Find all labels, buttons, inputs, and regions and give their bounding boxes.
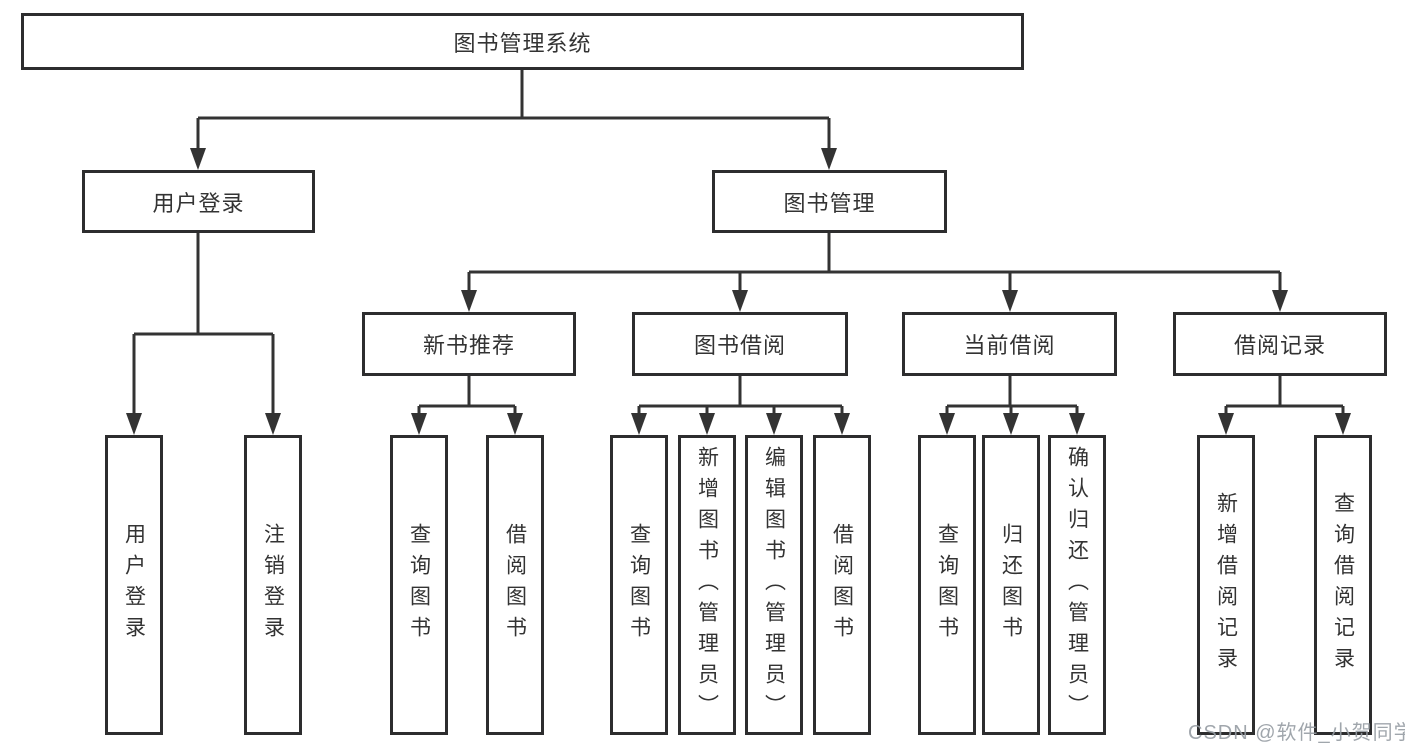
leaf-query-books-borrowing: 查询图书	[610, 435, 668, 735]
leaf-label: 归还图书	[999, 523, 1023, 647]
node-book-borrowing: 图书借阅	[632, 312, 848, 376]
leaf-edit-books-admin: 编辑图书（管理员）	[745, 435, 803, 735]
leaf-label: 注销登录	[261, 523, 285, 647]
node-user-login: 用户登录	[82, 170, 315, 233]
leaf-user-login: 用户登录	[105, 435, 163, 735]
leaf-label: 确认归还（管理员）	[1065, 445, 1089, 725]
leaf-return-books: 归还图书	[982, 435, 1040, 735]
node-book-management: 图书管理	[712, 170, 947, 233]
leaf-query-borrow-record: 查询借阅记录	[1314, 435, 1372, 735]
node-borrow-records: 借阅记录	[1173, 312, 1387, 376]
leaf-label: 新增图书（管理员）	[695, 445, 719, 725]
leaf-query-books-recommend: 查询图书	[390, 435, 448, 735]
node-label: 当前借阅	[963, 333, 1056, 358]
leaf-label: 查询借阅记录	[1331, 492, 1355, 678]
node-current-borrowing: 当前借阅	[902, 312, 1117, 376]
leaf-query-books-current: 查询图书	[918, 435, 976, 735]
node-label: 图书管理	[783, 190, 876, 216]
leaf-borrow-books-borrowing: 借阅图书	[813, 435, 871, 735]
leaf-add-borrow-record: 新增借阅记录	[1197, 435, 1255, 735]
leaf-label: 用户登录	[122, 523, 146, 647]
watermark: CSDN @软件_小贺同学	[1188, 722, 1405, 744]
leaf-label: 编辑图书（管理员）	[762, 445, 786, 725]
leaf-confirm-return-admin: 确认归还（管理员）	[1048, 435, 1106, 735]
node-label: 新书推荐	[422, 333, 515, 358]
leaf-add-books-admin: 新增图书（管理员）	[678, 435, 736, 735]
leaf-label: 查询图书	[627, 523, 651, 647]
leaf-logout: 注销登录	[244, 435, 302, 735]
node-label: 图书管理系统	[453, 30, 592, 56]
leaf-borrow-books-recommend: 借阅图书	[486, 435, 544, 735]
leaf-label: 新增借阅记录	[1214, 492, 1238, 678]
node-system-root: 图书管理系统	[21, 13, 1024, 70]
node-label: 用户登录	[152, 190, 245, 216]
node-new-book-recommend: 新书推荐	[362, 312, 576, 376]
node-label: 图书借阅	[693, 333, 786, 358]
node-label: 借阅记录	[1233, 333, 1326, 358]
leaf-label: 查询图书	[935, 523, 959, 647]
leaf-label: 借阅图书	[830, 523, 854, 647]
leaf-label: 查询图书	[407, 523, 431, 647]
leaf-label: 借阅图书	[503, 523, 527, 647]
